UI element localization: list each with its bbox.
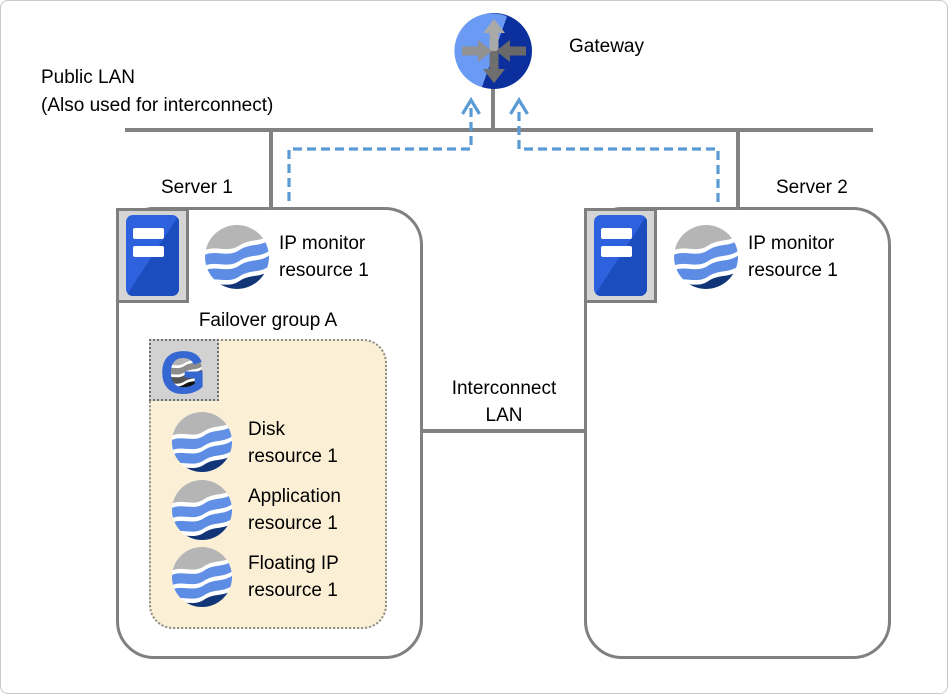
disk-resource-line1: Disk <box>248 419 285 440</box>
application-resource-icon <box>171 479 233 541</box>
server2-ip-monitor-line2: resource 1 <box>748 260 838 281</box>
disk-resource-line2: resource 1 <box>248 446 338 467</box>
failover-group-label: Failover group A <box>198 310 338 331</box>
server1-ip-monitor-resource-icon <box>204 224 270 290</box>
disk-resource-label: Disk resource 1 <box>248 416 338 470</box>
server2-ip-monitor-line1: IP monitor <box>748 233 835 254</box>
interconnect-line1: Interconnect <box>451 378 557 399</box>
server1-label: Server 1 <box>161 177 233 198</box>
interconnect-lan-label: Interconnect LAN <box>439 375 569 429</box>
server1-server-icon <box>116 208 189 303</box>
application-resource-label: Application resource 1 <box>248 483 341 537</box>
application-resource-line1: Application <box>248 486 341 507</box>
server2-server-icon <box>584 208 657 303</box>
server1-ip-monitor-label: IP monitor resource 1 <box>279 230 369 284</box>
public-lan-line2: (Also used for interconnect) <box>41 95 274 116</box>
server1-ip-monitor-line2: resource 1 <box>279 260 369 281</box>
public-lan-line1: Public LAN <box>41 67 135 88</box>
server2-label: Server 2 <box>776 177 848 198</box>
failover-group-g-icon <box>149 339 219 401</box>
application-resource-line2: resource 1 <box>248 513 338 534</box>
gateway-router-icon <box>454 11 534 91</box>
floating-ip-resource-line1: Floating IP <box>248 553 339 574</box>
floating-ip-resource-line2: resource 1 <box>248 580 338 601</box>
server2-ip-monitor-label: IP monitor resource 1 <box>748 230 838 284</box>
server1-ip-monitor-line1: IP monitor <box>279 233 366 254</box>
disk-resource-icon <box>171 411 233 473</box>
public-lan-label: Public LAN (Also used for interconnect) <box>41 64 273 120</box>
gateway-label: Gateway <box>569 36 644 57</box>
floating-ip-resource-icon <box>171 546 233 608</box>
floating-ip-resource-label: Floating IP resource 1 <box>248 550 339 604</box>
interconnect-line2: LAN <box>485 405 523 426</box>
server2-ip-monitor-resource-icon <box>673 224 739 290</box>
